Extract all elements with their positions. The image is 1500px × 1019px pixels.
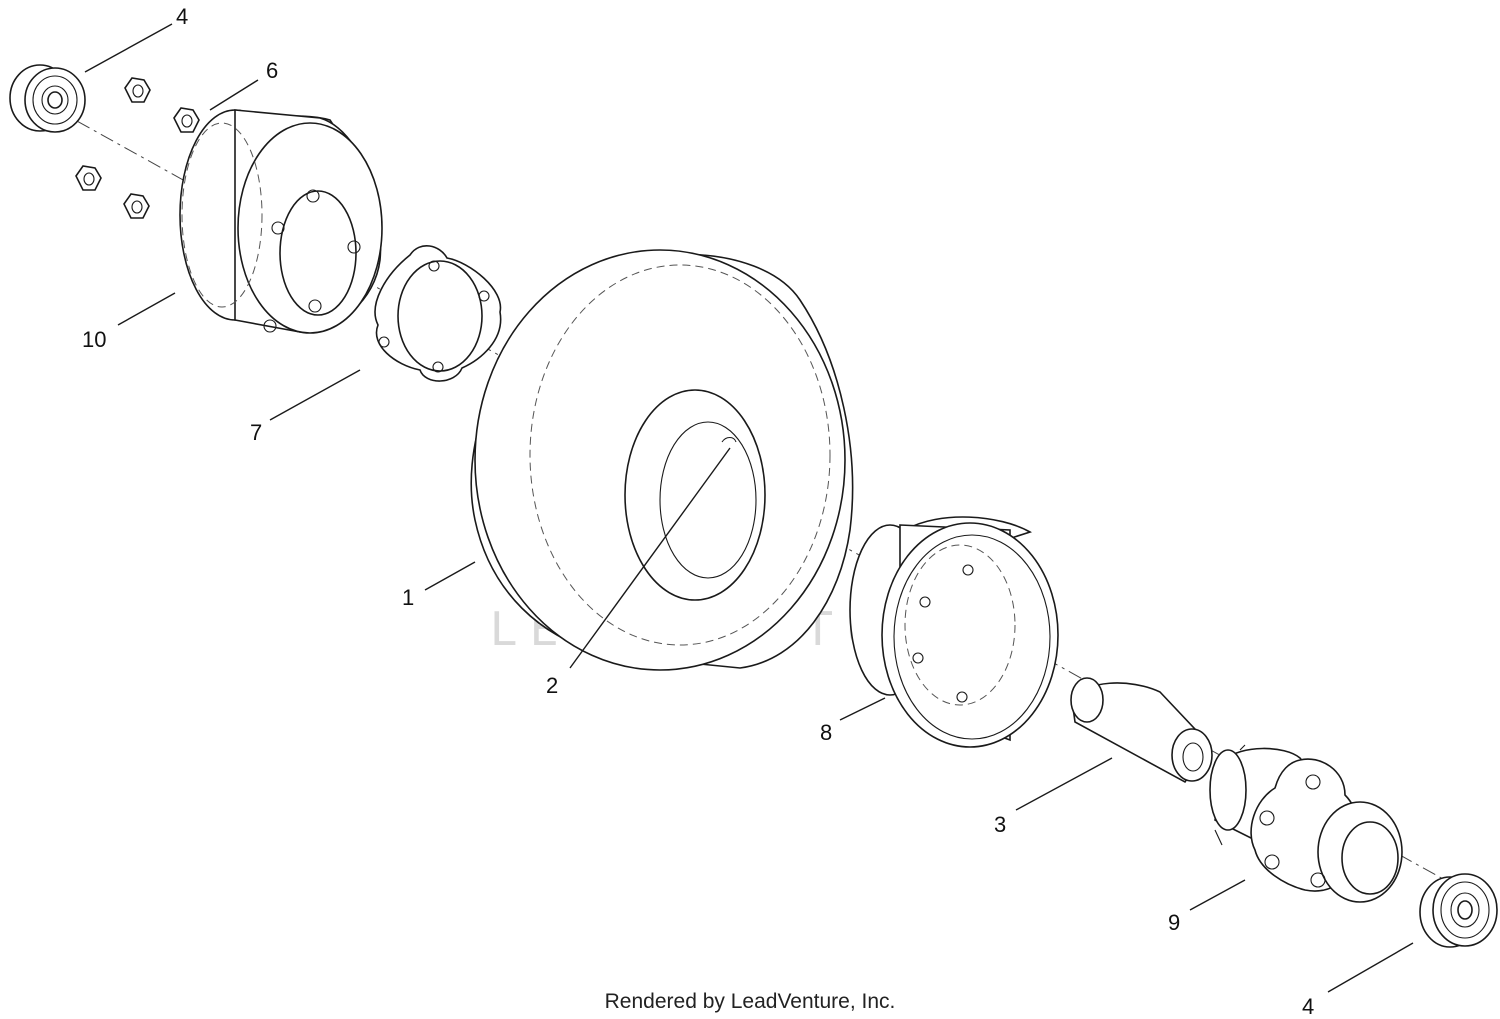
leader-lines	[84, 23, 1414, 993]
hub	[1209, 744, 1403, 903]
callout-bearing-bottom: 4	[1302, 994, 1314, 1019]
callout-tire: 1	[402, 585, 414, 610]
callout-nut: 6	[266, 58, 278, 83]
bearing-bottom	[1419, 873, 1498, 948]
footer-credit: Rendered by LeadVenture, Inc.	[604, 990, 896, 1013]
callout-rim-inner: 8	[820, 720, 832, 745]
lug-nuts	[75, 77, 200, 219]
spacer-tube	[1070, 677, 1213, 784]
callout-valve-stem: 2	[546, 673, 558, 698]
rim-inner	[849, 516, 1059, 748]
callout-rim-outer: 10	[82, 327, 106, 352]
rim-outer	[179, 109, 383, 334]
spacer-plate	[374, 245, 502, 382]
tire	[470, 249, 854, 671]
callout-spacer-tube: 3	[994, 812, 1006, 837]
bearing-top	[9, 64, 86, 133]
callout-bearing-top: 4	[176, 4, 188, 29]
callout-spacer-plate: 7	[250, 420, 262, 445]
callout-hub: 9	[1168, 910, 1180, 935]
